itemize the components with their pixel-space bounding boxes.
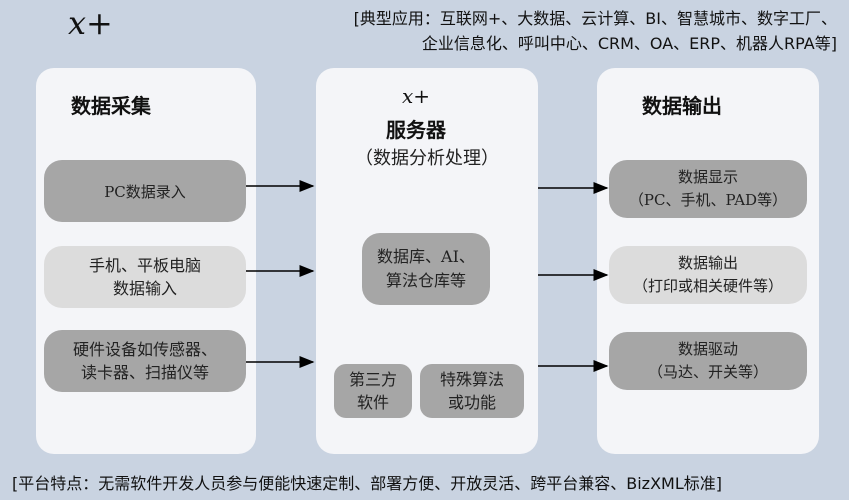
data-output-panel: 数据输出 数据显示 （PC、手机、PAD等） 数据输出 （打印或相关硬件等） 数…	[597, 68, 819, 454]
third-party-software-node: 第三方 软件	[334, 364, 412, 418]
data-drive-node: 数据驱动 （马达、开关等）	[609, 332, 807, 390]
mobile-tablet-input-node: 手机、平板电脑 数据输入	[44, 246, 246, 308]
applications-line-2: 企业信息化、呼叫中心、CRM、OA、ERP、机器人RPA等]	[421, 34, 837, 53]
pc-data-entry-node: PC数据录入	[44, 160, 246, 222]
server-logo: x+	[401, 84, 431, 108]
data-output-title: 数据输出	[642, 94, 722, 118]
server-panel: x+ 服务器 （数据分析处理） 数据库、AI、 算法仓库等 第三方 软件 特殊算…	[316, 68, 538, 454]
data-display-node: 数据显示 （PC、手机、PAD等）	[609, 160, 807, 218]
applications-line-1: [典型应用：互联网+、大数据、云计算、BI、智慧城市、数字工厂、	[353, 9, 837, 28]
server-subtitle: （数据分析处理）	[355, 148, 499, 169]
server-title: 服务器	[386, 118, 446, 142]
typical-applications: [典型应用：互联网+、大数据、云计算、BI、智慧城市、数字工厂、 企业信息化、呼…	[237, 6, 837, 56]
hardware-devices-node: 硬件设备如传感器、 读卡器、扫描仪等	[44, 330, 246, 392]
brand-logo: x+	[68, 4, 113, 42]
database-ai-node: 数据库、AI、 算法仓库等	[362, 233, 490, 305]
data-collection-panel: 数据采集 PC数据录入 手机、平板电脑 数据输入 硬件设备如传感器、 读卡器、扫…	[36, 68, 256, 454]
data-export-node: 数据输出 （打印或相关硬件等）	[609, 246, 807, 304]
special-algorithms-node: 特殊算法 或功能	[420, 364, 524, 418]
platform-features: [平台特点：无需软件开发人员参与便能快速定制、部署方便、开放灵活、跨平台兼容、B…	[12, 474, 722, 493]
data-collection-title: 数据采集	[71, 94, 151, 118]
